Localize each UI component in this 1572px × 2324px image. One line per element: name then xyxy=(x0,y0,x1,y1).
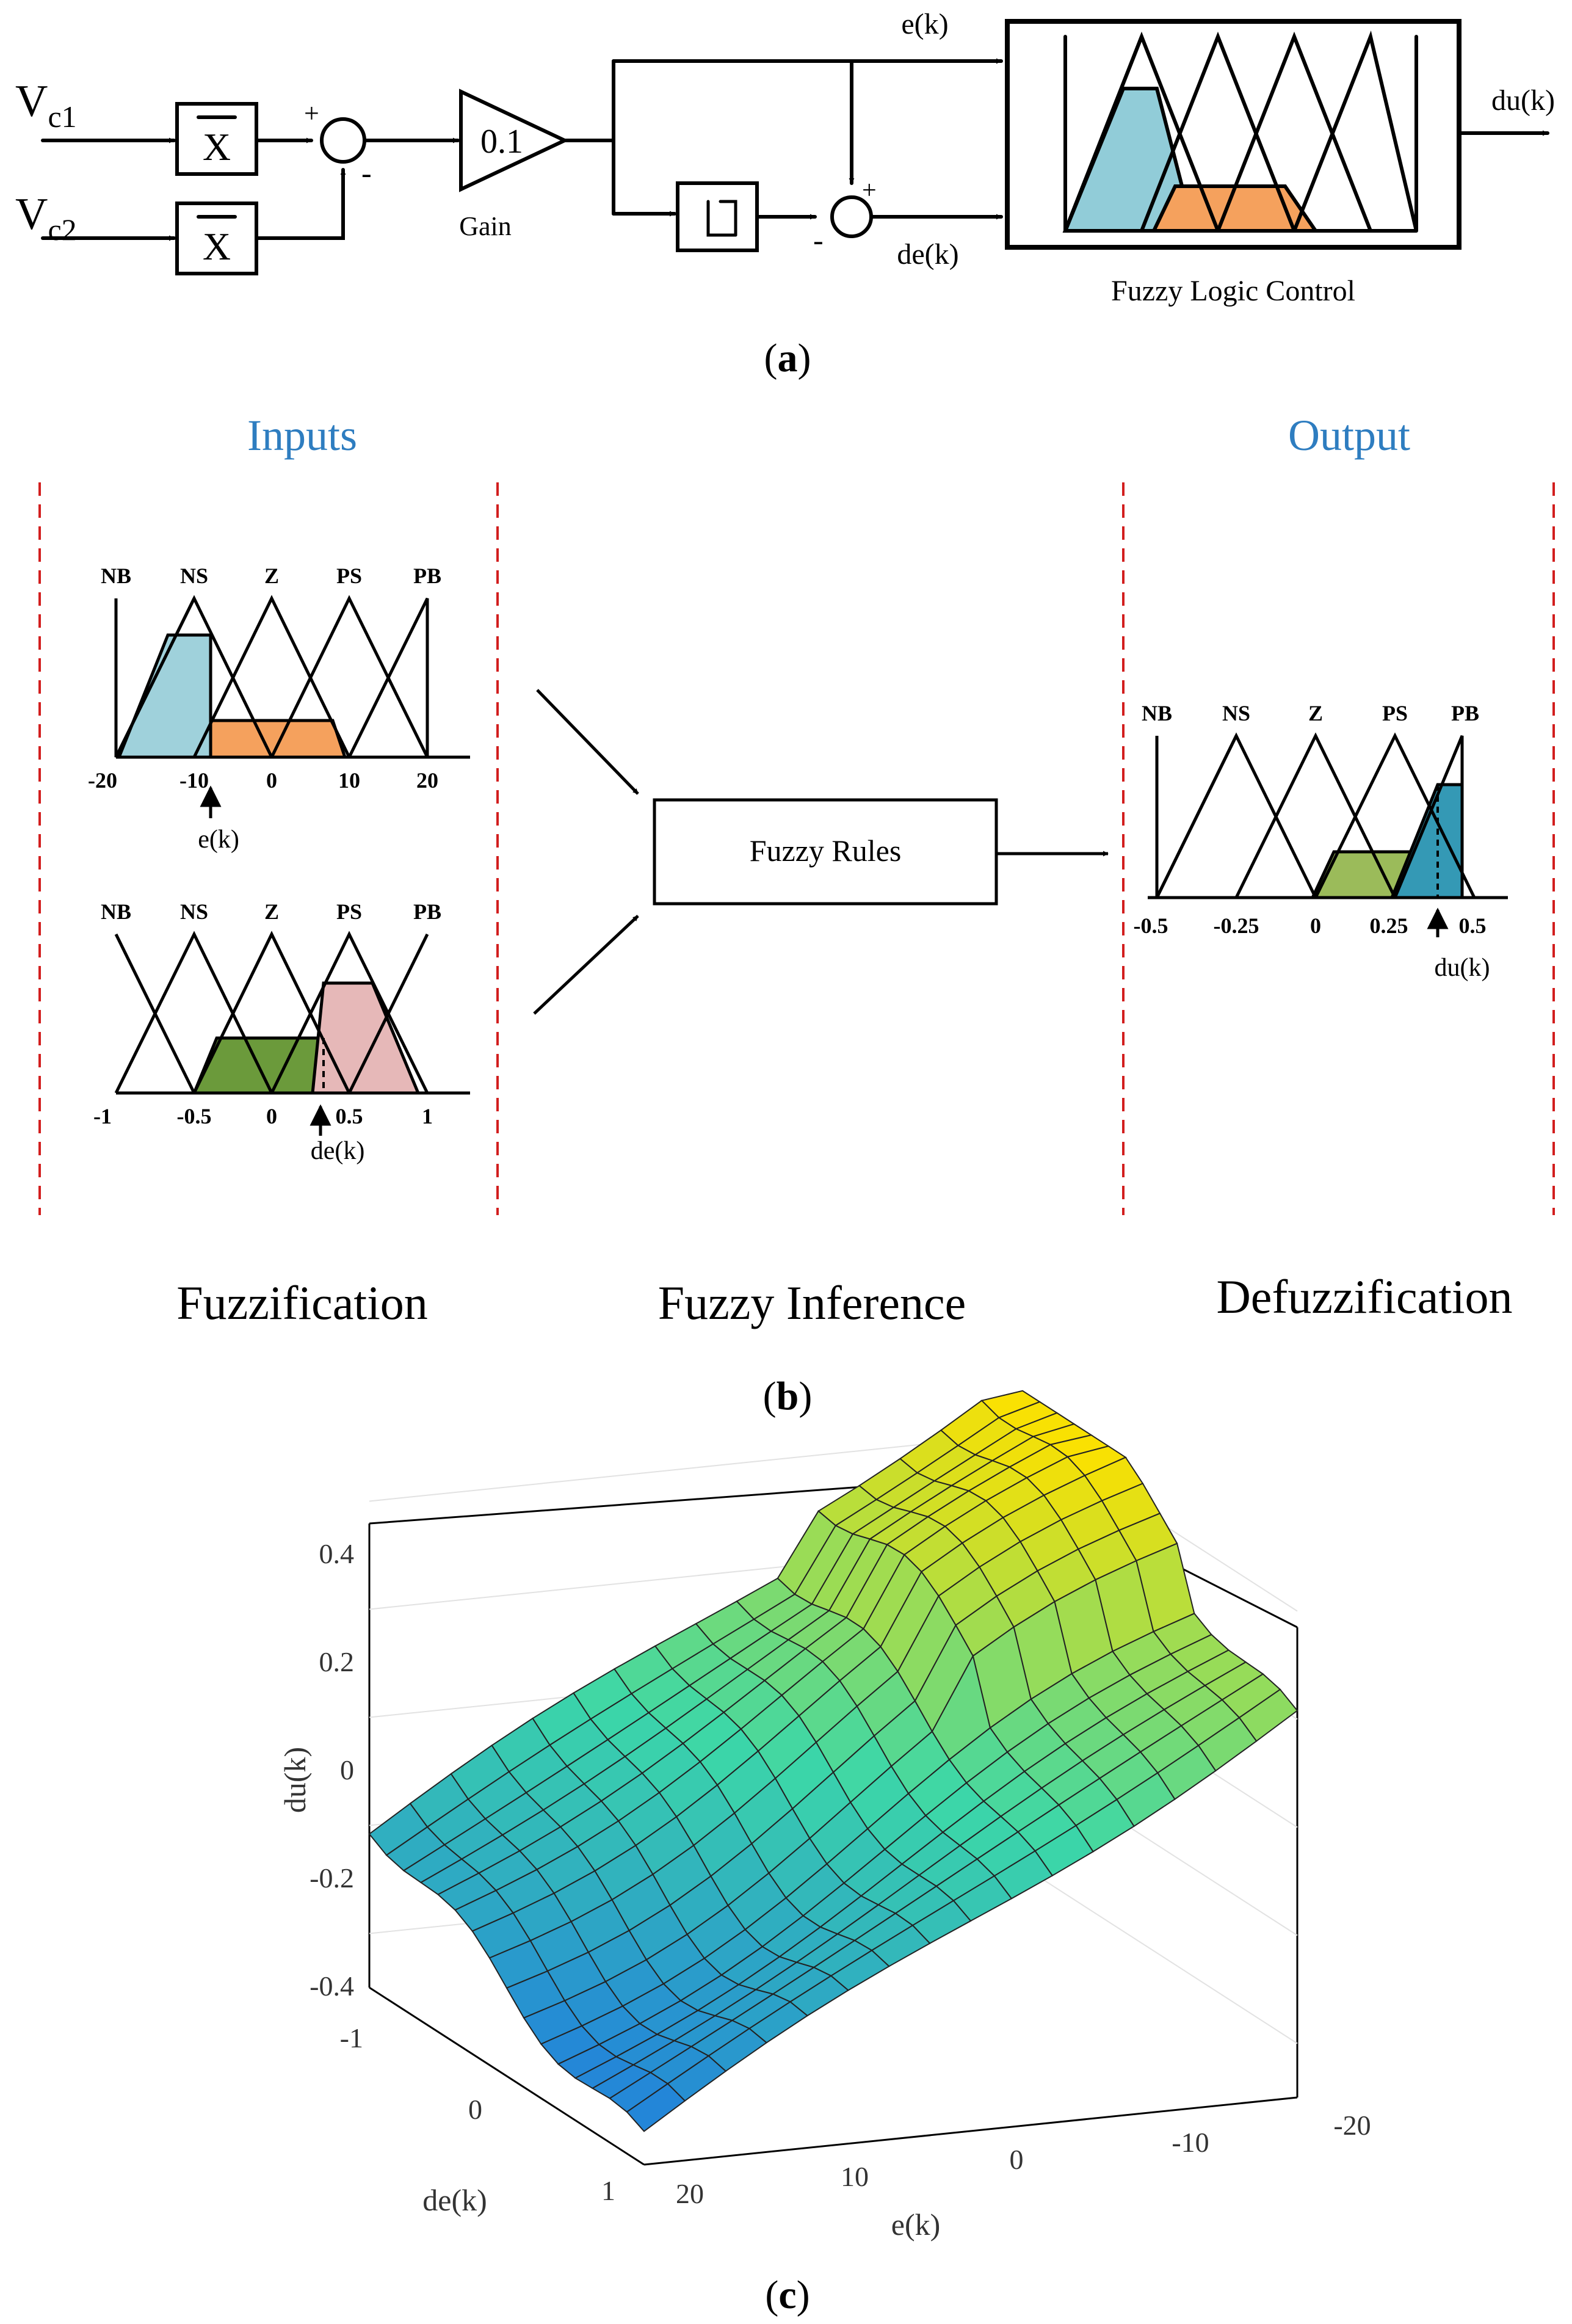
mean-label-2: X xyxy=(203,225,231,268)
ek-tick-m20: -20 xyxy=(88,768,117,793)
dek-tick-0: 0 xyxy=(266,1104,277,1128)
panel-c-control-surface: 0.4 0.2 0 -0.2 -0.4 -1 0 1 20 10 0 -10 -… xyxy=(278,1390,1371,2317)
ek-tick-10: 10 xyxy=(338,768,360,793)
z-tick-0.4: 0.4 xyxy=(319,1538,355,1569)
y-tick-1: 1 xyxy=(601,2175,615,2206)
ek-z-activation xyxy=(209,719,347,759)
x-tick-0: 0 xyxy=(1010,2144,1024,2175)
duk-tick-0: 0 xyxy=(1310,913,1321,938)
dek-tick-m05: -0.5 xyxy=(177,1104,212,1128)
dek-set-z: Z xyxy=(264,899,279,924)
output-title: Output xyxy=(1288,411,1410,460)
flc-label: Fuzzy Logic Control xyxy=(1111,275,1355,307)
dek-set-nb: NB xyxy=(101,899,131,924)
dek-set-ns: NS xyxy=(180,899,208,924)
arrow-ek-to-rules xyxy=(536,689,639,795)
gain-triangle xyxy=(459,89,570,192)
z-axis-label: du(k) xyxy=(278,1747,312,1813)
surface-axes-box xyxy=(368,1475,1299,2166)
ek-tick-0: 0 xyxy=(266,768,277,793)
caption-c: (c) xyxy=(765,2273,810,2317)
ek-ns-activation xyxy=(117,633,212,759)
duk-tick-05: 0.5 xyxy=(1459,913,1487,938)
inputs-title: Inputs xyxy=(247,411,357,460)
flc-mf-ns xyxy=(1063,31,1220,233)
mean-label-1: X xyxy=(203,125,231,169)
sum-junction-1 xyxy=(320,117,366,164)
x-tick-20: 20 xyxy=(676,2178,704,2209)
ek-set-pb: PB xyxy=(413,564,441,588)
ek-set-z: Z xyxy=(264,564,279,588)
sum2-plus-sign: + xyxy=(862,176,877,205)
duk-membership-plot: NB NS Z PS PB -0.5 -0.25 0 0.25 0.5 du(k… xyxy=(1134,701,1508,982)
duk-set-pb: PB xyxy=(1451,701,1479,725)
stage-inference: Fuzzy Inference xyxy=(658,1276,966,1329)
ek-set-nb: NB xyxy=(101,564,131,588)
stage-fuzzification: Fuzzification xyxy=(176,1276,428,1329)
sum1-plus-sign: + xyxy=(304,98,319,128)
z-tick-0: 0 xyxy=(340,1754,354,1785)
dek-membership-plot: NB NS Z PS PB -1 -0.5 0 0.5 1 de(k) xyxy=(93,899,470,1165)
vc2-label: Vc2 xyxy=(15,189,77,247)
ek-membership-plot: NB NS Z PS PB -20 -10 0 10 20 e(k) xyxy=(88,564,470,854)
sum1-minus-sign: - xyxy=(361,156,372,190)
surface-patch xyxy=(626,2083,686,2132)
dek-label: de(k) xyxy=(897,238,958,271)
arrow-dek-to-rules xyxy=(533,915,639,1015)
dek-set-ps: PS xyxy=(336,899,362,924)
caption-b: (b) xyxy=(763,1374,813,1418)
x-tick-10: 10 xyxy=(841,2161,869,2192)
flc-mf-z xyxy=(1140,31,1296,233)
duk-set-nb: NB xyxy=(1142,701,1172,725)
stage-defuzzification: Defuzzification xyxy=(1216,1270,1512,1323)
gain-label: Gain xyxy=(459,211,512,241)
dek-tick-m1: -1 xyxy=(93,1104,112,1128)
dek-tick-05: 0.5 xyxy=(336,1104,363,1128)
z-tick-m0.4: -0.4 xyxy=(310,1970,354,2002)
gain-value: 0.1 xyxy=(480,123,523,161)
mean2-to-sum xyxy=(255,168,346,240)
duk-set-ps: PS xyxy=(1382,701,1408,725)
x-tick-m20: -20 xyxy=(1333,2110,1371,2141)
panel-a-block-diagram: Vc1 Vc2 X xyxy=(15,8,1555,380)
y-tick-m1: -1 xyxy=(340,2022,363,2053)
y-tick-0: 0 xyxy=(468,2094,482,2125)
caption-a: (a) xyxy=(764,336,811,380)
dek-marker-label: de(k) xyxy=(311,1137,365,1165)
surface-mesh xyxy=(368,1390,1299,2132)
ek-label: e(k) xyxy=(901,8,948,40)
ek-tick-20: 20 xyxy=(416,768,438,793)
duk-tick-025: 0.25 xyxy=(1370,913,1408,938)
duk-marker-label: du(k) xyxy=(1435,954,1490,982)
z-tick-0.2: 0.2 xyxy=(319,1646,355,1677)
fuzzy-rules-label: Fuzzy Rules xyxy=(750,833,902,868)
dek-ps-activation xyxy=(311,981,421,1095)
duk-tick-m025: -0.25 xyxy=(1214,913,1259,938)
delay-symbol xyxy=(706,200,737,237)
ek-marker-label: e(k) xyxy=(198,826,239,854)
duk-set-z: Z xyxy=(1308,701,1323,725)
z-tick-m0.2: -0.2 xyxy=(310,1862,354,1894)
y-axis-label: de(k) xyxy=(422,2183,487,2217)
ek-set-ns: NS xyxy=(180,564,208,588)
x-axis-label: e(k) xyxy=(891,2207,941,2242)
flc-mf-ps xyxy=(1216,31,1372,233)
duk-label: du(k) xyxy=(1491,84,1555,117)
ek-tick-m10: -10 xyxy=(179,768,209,793)
sum2-minus-sign: - xyxy=(813,223,824,257)
fuzzy-rules-box xyxy=(653,798,998,906)
x-tick-m10: -10 xyxy=(1172,2127,1209,2158)
duk-set-ns: NS xyxy=(1222,701,1250,725)
ek-set-ps: PS xyxy=(336,564,362,588)
unit-delay-block xyxy=(676,181,759,252)
flc-mf-pb xyxy=(1292,30,1418,233)
dek-tick-1: 1 xyxy=(422,1104,433,1128)
vc1-label: Vc1 xyxy=(15,76,77,134)
duk-tick-m05: -0.5 xyxy=(1134,913,1168,938)
panel-b-fuzzy-process: Inputs Output NB NS xyxy=(38,411,1555,1418)
dek-set-pb: PB xyxy=(413,899,441,924)
